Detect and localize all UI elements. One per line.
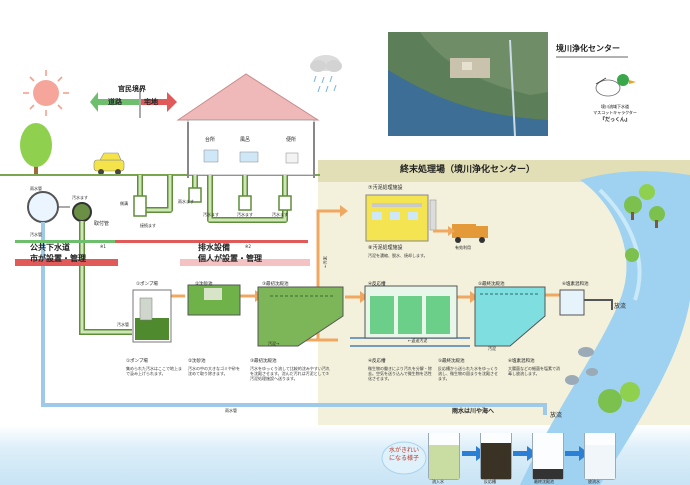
step-1-title: ①ポンプ場 [126,358,148,364]
public-sewer-title: 公共下水道 [30,244,70,252]
flow-label-sludge2: ←返送汚泥 [408,339,427,343]
rain-cloud-icon [310,55,342,92]
sewage-basin-label-3: 汚水ます [272,213,288,217]
mascot-duck-icon [596,74,636,96]
chlorine-tank [560,290,584,315]
mascot-caption: 境川流域下水道 マスコットキャラクター [585,104,645,116]
drainage-sub: 個人が設置・管理 [198,255,262,263]
bath-label: 風呂 [240,138,250,143]
step-5-tag: ⑤最終沈殿池 [478,281,505,287]
sludge-facility-label: ⑦汚泥処理施設 [368,186,402,191]
boundary-road: 道路 [108,99,122,106]
side-ditch-label: 側溝 [120,202,128,206]
sewage-basin-label-left: 汚水ます [72,196,88,200]
beaker-influent [428,433,460,480]
step-5-title: ⑤最終沈殿池 [438,358,465,364]
reaction-tank [365,286,457,338]
sewage-basin-label-2: 汚水ます [237,213,253,217]
beaker-reaction [480,433,512,480]
center-label: 境川浄化センター [556,45,620,53]
toilet-label: 便所 [286,138,296,143]
sludge-building [366,195,436,241]
sewage-basin-label-1: 汚水ます [203,213,219,217]
final-settling-tank [475,287,545,346]
sewage-pipe-label: 汚水管 [30,233,42,237]
effective-use-label: 有効利用 [455,246,471,250]
step-4-tag: ④反応槽 [368,281,386,287]
flow-label-sludge4: 汚泥 [488,347,496,351]
pump-station-tank [133,290,171,342]
step-4-title: ④反応槽 [368,358,386,364]
step-6-desc: 大腸菌などの細菌を塩素で消毒し放流します。 [508,366,562,376]
truck-icon [452,224,488,243]
stage-label-1: 流入水 [432,480,444,484]
sewage-pipe-lower-label: 汚水管 [117,323,129,327]
step-1-tag: ①ポンプ場 [136,281,158,287]
sludge-process-label: ⑧汚泥処理施設 [368,246,402,251]
house-illustration [178,74,318,175]
step-3-title: ③最初沈殿池 [250,358,277,364]
boundary-residential: 宅地 [144,99,158,106]
tree-icon [20,123,52,175]
kitchen-label: 台所 [205,138,215,143]
step-3-tag: ③最初沈殿池 [262,281,289,287]
rainwater-basin-label: 雨水ます [178,200,194,204]
primary-settling-tank [258,287,343,346]
step-2-desc: 汚水の中の大きなゴミや砂を沈めて取り除きます。 [188,366,243,376]
sun-icon [23,70,69,116]
discharge-label-2: 放流 [550,413,562,419]
step-6-title: ⑥塩素混和池 [508,358,535,364]
note-1: ※1 [100,245,106,249]
step-1-desc: 集められた汚水はここで地上まで汲み上げられます。 [126,366,182,376]
beaker-settling [532,433,564,480]
connection-basin-label: 接続ます [140,224,156,228]
rainwater-pipe-label-left: 雨水管 [30,187,42,191]
stage-label-2: 反応槽 [484,480,496,484]
discharge-label-1: 放流 [614,304,626,310]
step-4-desc: 微生物の働きにより汚れを分解・除去。空気を送り込んで微生物を活性化させます。 [368,366,434,381]
flow-label-sludge3: 汚泥→ [268,342,279,346]
beaker-effluent [584,433,616,480]
stage-caption: 水がきれいになる様子 [388,447,420,463]
step-6-tag: ⑥塩素混和池 [562,281,589,287]
mascot-name: 『だっくん』 [600,118,630,123]
boundary-title: 官民境界 [118,86,146,93]
rainwater-pipe-bottom-label: 雨水管 [225,409,237,413]
public-sewer-sub: 市が設置・管理 [30,255,86,263]
rain-to-river-label: 雨水は川や海へ [452,409,494,415]
stage-label-4: 放流水 [588,480,600,484]
lateral-label: 取付管 [94,222,109,227]
sludge-process-desc: 汚泥を濃縮、脱水、焼却します。 [368,253,438,258]
step-3-desc: 汚水をゆっくり流して比較的沈みやすい汚れを沈殿させます。沈んだ汚れは汚泥として⑦… [250,366,330,381]
step-2-tag: ②沈砂池 [195,281,213,287]
drainage-title: 排水設備 [198,244,230,252]
stage-label-3: 最終沈殿池 [534,480,554,484]
flow-label-sludge1: ←汚泥 [324,256,328,267]
grit-chamber-tank [188,285,240,315]
car-icon [94,153,124,175]
step-5-desc: 反応槽から送られた水をゆっくり流し、微生物の固まりを沈殿させます。 [438,366,500,381]
step-2-title: ②沈砂池 [188,358,206,364]
aerial-photo [388,32,548,136]
note-2: ※2 [245,245,251,249]
